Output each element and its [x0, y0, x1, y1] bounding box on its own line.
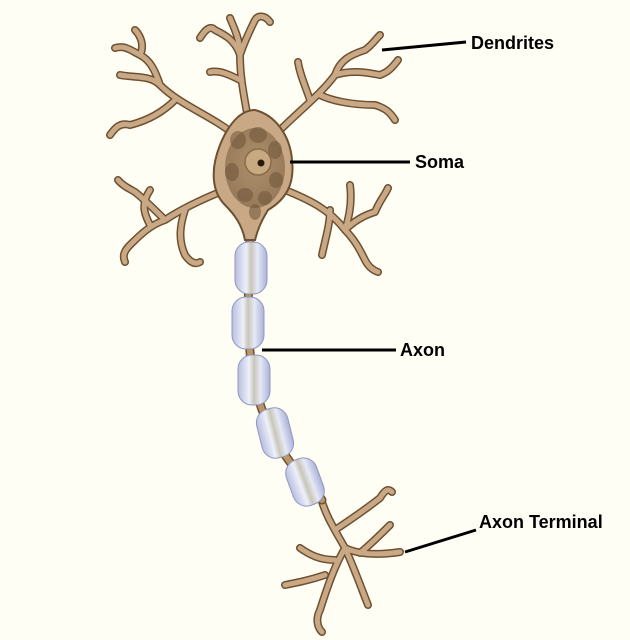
axon-terminal-leader-line — [404, 528, 477, 554]
myelin-sheath — [255, 407, 295, 459]
axon-label: Axon — [400, 340, 445, 360]
myelin-sheath — [285, 457, 325, 507]
dendrites-label: Dendrites — [471, 33, 555, 53]
nucleolus — [257, 159, 265, 167]
myelin-sheath — [231, 296, 265, 350]
soma-label: Soma — [415, 152, 465, 172]
axon-terminal-label: Axon Terminal — [479, 512, 603, 532]
myelin-sheath — [237, 354, 271, 406]
myelin-sheath — [234, 241, 268, 295]
dendrites-leader-line — [381, 40, 467, 52]
